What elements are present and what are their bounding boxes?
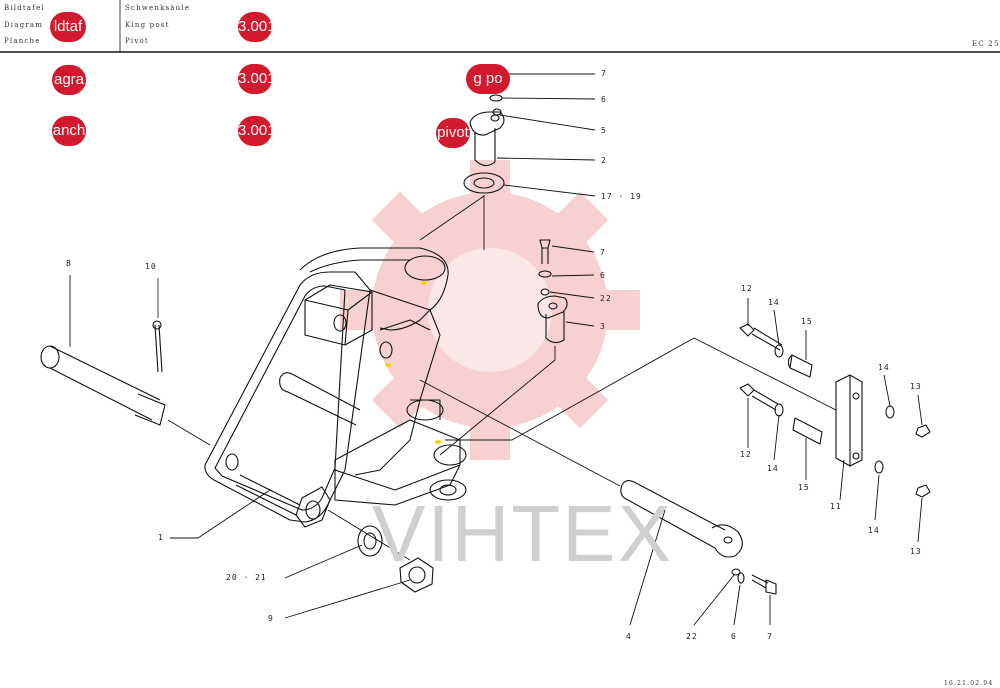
callout-8: 8 [66, 259, 72, 268]
pivot-pin-2 [463, 111, 505, 250]
bottom-bolt-stack [731, 568, 777, 595]
callout-14-a: 14 [768, 298, 780, 307]
callout-3: 3 [600, 322, 606, 331]
badge-anch[interactable]: anch [52, 116, 86, 146]
callout-7-mid: 7 [600, 248, 606, 257]
pin-3 [537, 239, 568, 360]
badge-ldtaf[interactable]: ldtaf [50, 12, 86, 42]
footer-code: 16.21.02.94 [944, 680, 994, 687]
watermark-gear-icon [340, 160, 640, 460]
marker-dots [385, 281, 441, 444]
callout-17-19: 17 · 19 [601, 192, 642, 201]
watermark-text: VIHTEX [372, 489, 673, 578]
callout-22-bot: 22 [686, 632, 698, 641]
header-title-fr: Pivot [125, 37, 149, 45]
callout-22-mid: 22 [600, 294, 612, 303]
callout-5: 5 [601, 126, 607, 135]
callout-6-bot: 6 [731, 632, 737, 641]
callout-7: 7 [601, 69, 607, 78]
callout-2: 2 [601, 156, 607, 165]
callout-10: 10 [145, 262, 157, 271]
callout-13-bot: 13 [910, 547, 922, 556]
callout-20-21: 20 · 21 [226, 573, 267, 582]
header-title-en: King post [125, 21, 170, 29]
callout-9: 9 [268, 614, 274, 623]
lever-assembly [693, 323, 931, 498]
badge-pivot[interactable]: pivot [436, 118, 470, 148]
callout-14-b: 14 [878, 363, 890, 372]
bolt-and-washer [295, 486, 434, 593]
header-title-de: Schwenksäule [125, 4, 191, 12]
callout-1: 1 [158, 533, 164, 542]
leader-lines [69, 73, 923, 626]
badge-agra[interactable]: agra [52, 65, 86, 95]
badge-plate-3[interactable]: 3.001 [238, 116, 272, 146]
pin-4 [419, 379, 743, 558]
callout-6: 6 [601, 95, 607, 104]
split-pin-10 [152, 278, 163, 373]
callout-11: 11 [830, 502, 842, 511]
callout-6-mid: 6 [600, 271, 606, 280]
callout-13-top: 13 [910, 382, 922, 391]
badge-king-post[interactable]: g po [466, 64, 510, 94]
header-label-diagram: Diagram [4, 21, 44, 29]
pin-8 [40, 345, 211, 446]
badge-plate-1[interactable]: 3.001 [238, 12, 272, 42]
callout-4: 4 [626, 632, 632, 641]
callout-12-bot: 12 [740, 450, 752, 459]
badge-plate-2[interactable]: 3.001 [238, 64, 272, 94]
model-label: EC 25 [972, 40, 1000, 48]
header-label-planche: Planche [4, 37, 41, 45]
callout-7-bot: 7 [767, 632, 773, 641]
header-label-bildtafel: Bildtafel [4, 4, 45, 12]
callout-12-top: 12 [741, 284, 753, 293]
callout-14-d: 14 [868, 526, 880, 535]
callout-15-top: 15 [801, 317, 813, 326]
callout-14-c: 14 [767, 464, 779, 473]
callout-15-bot: 15 [798, 483, 810, 492]
